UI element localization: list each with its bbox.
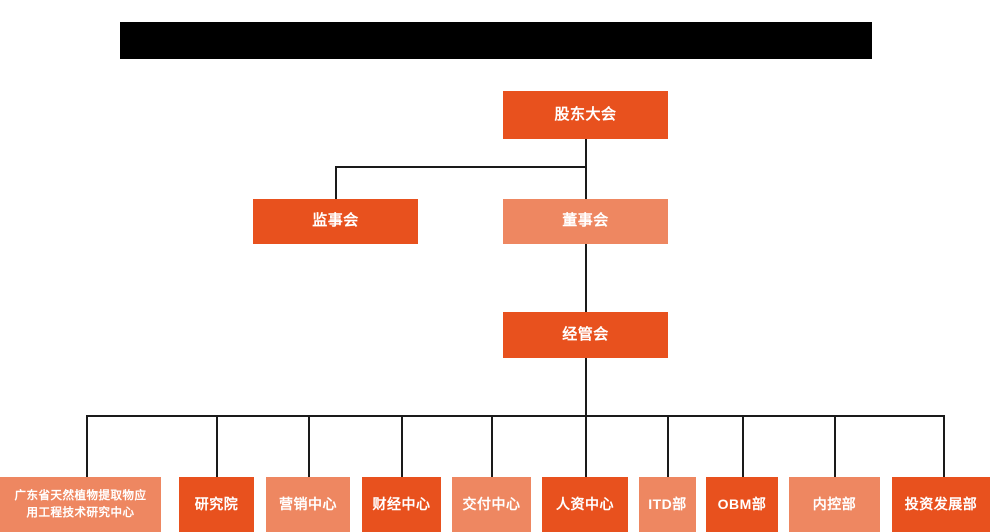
node-delivery-center[interactable]: 交付中心 bbox=[452, 477, 531, 532]
connector-to-supervisors bbox=[335, 166, 337, 199]
connector-drop-marketing-center bbox=[308, 415, 310, 477]
connector-level2-bus bbox=[335, 166, 586, 168]
connector-to-directors bbox=[585, 166, 587, 199]
connector-drop-hr-center bbox=[585, 415, 587, 477]
node-board-of-directors[interactable]: 董事会 bbox=[503, 199, 668, 244]
connector-drop-internal-control bbox=[834, 415, 836, 477]
node-internal-control-department[interactable]: 内控部 bbox=[789, 477, 880, 532]
connector-drop-delivery-center bbox=[491, 415, 493, 477]
node-hr-center[interactable]: 人资中心 bbox=[542, 477, 628, 532]
node-marketing-center[interactable]: 营销中心 bbox=[266, 477, 350, 532]
connector-shareholders-stem bbox=[585, 139, 587, 167]
connector-management-stem bbox=[585, 358, 587, 416]
node-obm-department[interactable]: OBM部 bbox=[706, 477, 778, 532]
node-management-committee[interactable]: 经管会 bbox=[503, 312, 668, 358]
node-board-of-supervisors[interactable]: 监事会 bbox=[253, 199, 418, 244]
connector-drop-obm-department bbox=[742, 415, 744, 477]
node-shareholders-meeting[interactable]: 股东大会 bbox=[503, 91, 668, 139]
connector-drop-itd-department bbox=[667, 415, 669, 477]
node-itd-department[interactable]: ITD部 bbox=[639, 477, 696, 532]
title-banner-redacted bbox=[120, 22, 872, 59]
connector-drop-research-center bbox=[86, 415, 88, 477]
connector-directors-to-management bbox=[585, 244, 587, 312]
node-research-center[interactable]: 广东省天然植物提取物应 用工程技术研究中心 bbox=[0, 477, 161, 532]
node-finance-center[interactable]: 财经中心 bbox=[362, 477, 441, 532]
node-research-center-line1: 广东省天然植物提取物应 bbox=[14, 489, 147, 502]
connector-drop-finance-center bbox=[401, 415, 403, 477]
node-investment-development-department[interactable]: 投资发展部 bbox=[892, 477, 990, 532]
connector-drop-research-institute bbox=[216, 415, 218, 477]
connector-drop-investment-development bbox=[943, 415, 945, 477]
node-research-center-line2: 用工程技术研究中心 bbox=[26, 506, 135, 519]
node-research-institute[interactable]: 研究院 bbox=[179, 477, 254, 532]
connector-departments-bus bbox=[86, 415, 944, 417]
